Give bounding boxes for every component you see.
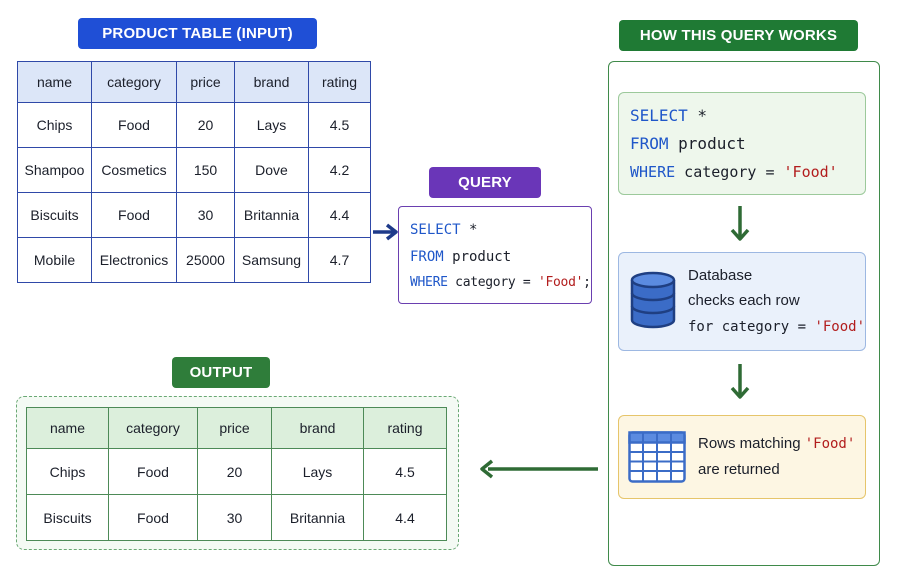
column-header: rating	[308, 61, 371, 103]
column-header: name	[26, 407, 109, 449]
sql-text: category =	[447, 275, 538, 290]
column-header: price	[197, 407, 272, 449]
sql-keyword: SELECT	[410, 222, 461, 238]
table-cell: Cosmetics	[91, 147, 177, 193]
arrow-down-icon	[730, 364, 750, 399]
input-table-header-row: name category price brand rating	[17, 61, 371, 103]
table-cell: Lays	[234, 102, 309, 148]
table-cell: Food	[91, 192, 177, 238]
rows-step-line2: are returned	[698, 461, 780, 478]
sql-keyword: WHERE	[410, 275, 448, 290]
table-cell: Food	[91, 102, 177, 148]
table-cell: 4.4	[308, 192, 371, 238]
sql-keyword: FROM	[630, 134, 669, 153]
table-cell: 4.5	[363, 448, 447, 495]
output-title: OUTPUT	[172, 357, 270, 388]
table-cell: Electronics	[91, 237, 177, 283]
table-cell: 25000	[176, 237, 235, 283]
table-row: Shampoo Cosmetics 150 Dove 4.2	[17, 147, 371, 193]
how-it-works-title: HOW THIS QUERY WORKS	[619, 20, 858, 51]
table-cell: Chips	[26, 448, 109, 495]
rows-step-value: 'Food'	[804, 436, 856, 452]
table-cell: Chips	[17, 102, 92, 148]
table-cell: Mobile	[17, 237, 92, 283]
sql-line-where: WHERE category = 'Food'	[630, 163, 838, 181]
step-rows-returned: Rows matching 'Food' are returned	[618, 415, 866, 499]
query-line-select: SELECT *	[410, 222, 477, 238]
db-step-line2: checks each row	[688, 292, 800, 309]
sql-keyword: WHERE	[630, 163, 676, 181]
output-container: name category price brand rating Chips F…	[16, 396, 459, 550]
rows-step-line1: Rows matching 'Food'	[698, 435, 855, 452]
sql-line-select: SELECT *	[630, 106, 707, 125]
sql-text: *	[687, 106, 708, 125]
column-header: category	[108, 407, 198, 449]
db-step-line1: Database	[688, 267, 753, 284]
arrow-right-icon	[373, 223, 398, 241]
table-cell: 4.2	[308, 147, 371, 193]
table-cell: 4.4	[395, 509, 415, 526]
sql-text: product	[668, 134, 746, 153]
arrow-down-icon	[730, 206, 750, 241]
sql-text: category =	[675, 163, 784, 181]
table-cell: Shampoo	[17, 147, 92, 193]
table-cell: Samsung	[234, 237, 309, 283]
table-cell: Food	[108, 448, 198, 495]
output-table: name category price brand rating Chips F…	[26, 407, 447, 541]
database-icon	[630, 271, 676, 329]
sql-keyword: SELECT	[630, 106, 688, 125]
query-line-from: FROM product	[410, 249, 511, 265]
table-cell: Food	[108, 494, 198, 541]
sql-text: ;	[583, 275, 591, 290]
input-product-table: name category price brand rating Chips F…	[17, 61, 371, 283]
sql-string: 'Food'	[783, 163, 838, 181]
db-step-value: 'Food'	[814, 319, 866, 335]
db-step-condition: for category =	[688, 319, 815, 335]
rows-step-label: Rows matching	[698, 435, 805, 452]
table-cell: 150	[176, 147, 235, 193]
query-code-box: SELECT * FROM product WHERE category = '…	[398, 206, 592, 304]
table-row: Biscuits Food 30 Britannia 4.4	[26, 494, 447, 541]
table-cell: Britannia	[271, 494, 364, 541]
sql-string: 'Food'	[537, 275, 584, 290]
table-cell: 30	[197, 494, 272, 541]
table-cell: Biscuits	[26, 494, 109, 541]
table-cell: 30	[176, 192, 235, 238]
column-header: rating	[363, 407, 447, 449]
table-cell: Dove	[234, 147, 309, 193]
column-header: category	[91, 61, 177, 103]
how-it-works-panel: SELECT * FROM product WHERE category = '…	[608, 61, 880, 566]
sql-line-from: FROM product	[630, 134, 746, 153]
sql-text: product	[443, 249, 512, 265]
step-sql-code: SELECT * FROM product WHERE category = '…	[618, 92, 866, 195]
arrow-left-icon	[480, 459, 598, 479]
table-cell: Biscuits	[17, 192, 92, 238]
sql-keyword: FROM	[410, 249, 444, 265]
table-cell: Lays	[271, 448, 364, 495]
table-grid-icon	[628, 431, 686, 483]
table-row: Biscuits Food 30 Britannia 4.4	[17, 192, 371, 238]
db-step-line3: for category = 'Food'	[688, 319, 865, 335]
query-line-where: WHERE category = 'Food';	[410, 275, 591, 290]
column-header: price	[176, 61, 235, 103]
column-header: name	[17, 61, 92, 103]
table-row: Chips Food 20 Lays 4.5	[17, 102, 371, 148]
input-table-title: PRODUCT TABLE (INPUT)	[78, 18, 317, 49]
column-header: brand	[271, 407, 364, 449]
column-header: brand	[234, 61, 309, 103]
table-cell: 4.5	[308, 102, 371, 148]
table-cell: Britannia	[234, 192, 309, 238]
table-cell: 20	[176, 102, 235, 148]
table-row: Chips Food 20 Lays 4.5	[26, 448, 447, 495]
table-row: Mobile Electronics 25000 Samsung 4.7	[17, 237, 371, 283]
step-database-check: Database checks each row for category = …	[618, 252, 866, 351]
table-cell: 4.7	[329, 252, 350, 268]
table-cell: 20	[197, 448, 272, 495]
output-table-header-row: name category price brand rating	[26, 407, 447, 449]
query-title: QUERY	[429, 167, 541, 198]
sql-text: *	[460, 222, 478, 238]
